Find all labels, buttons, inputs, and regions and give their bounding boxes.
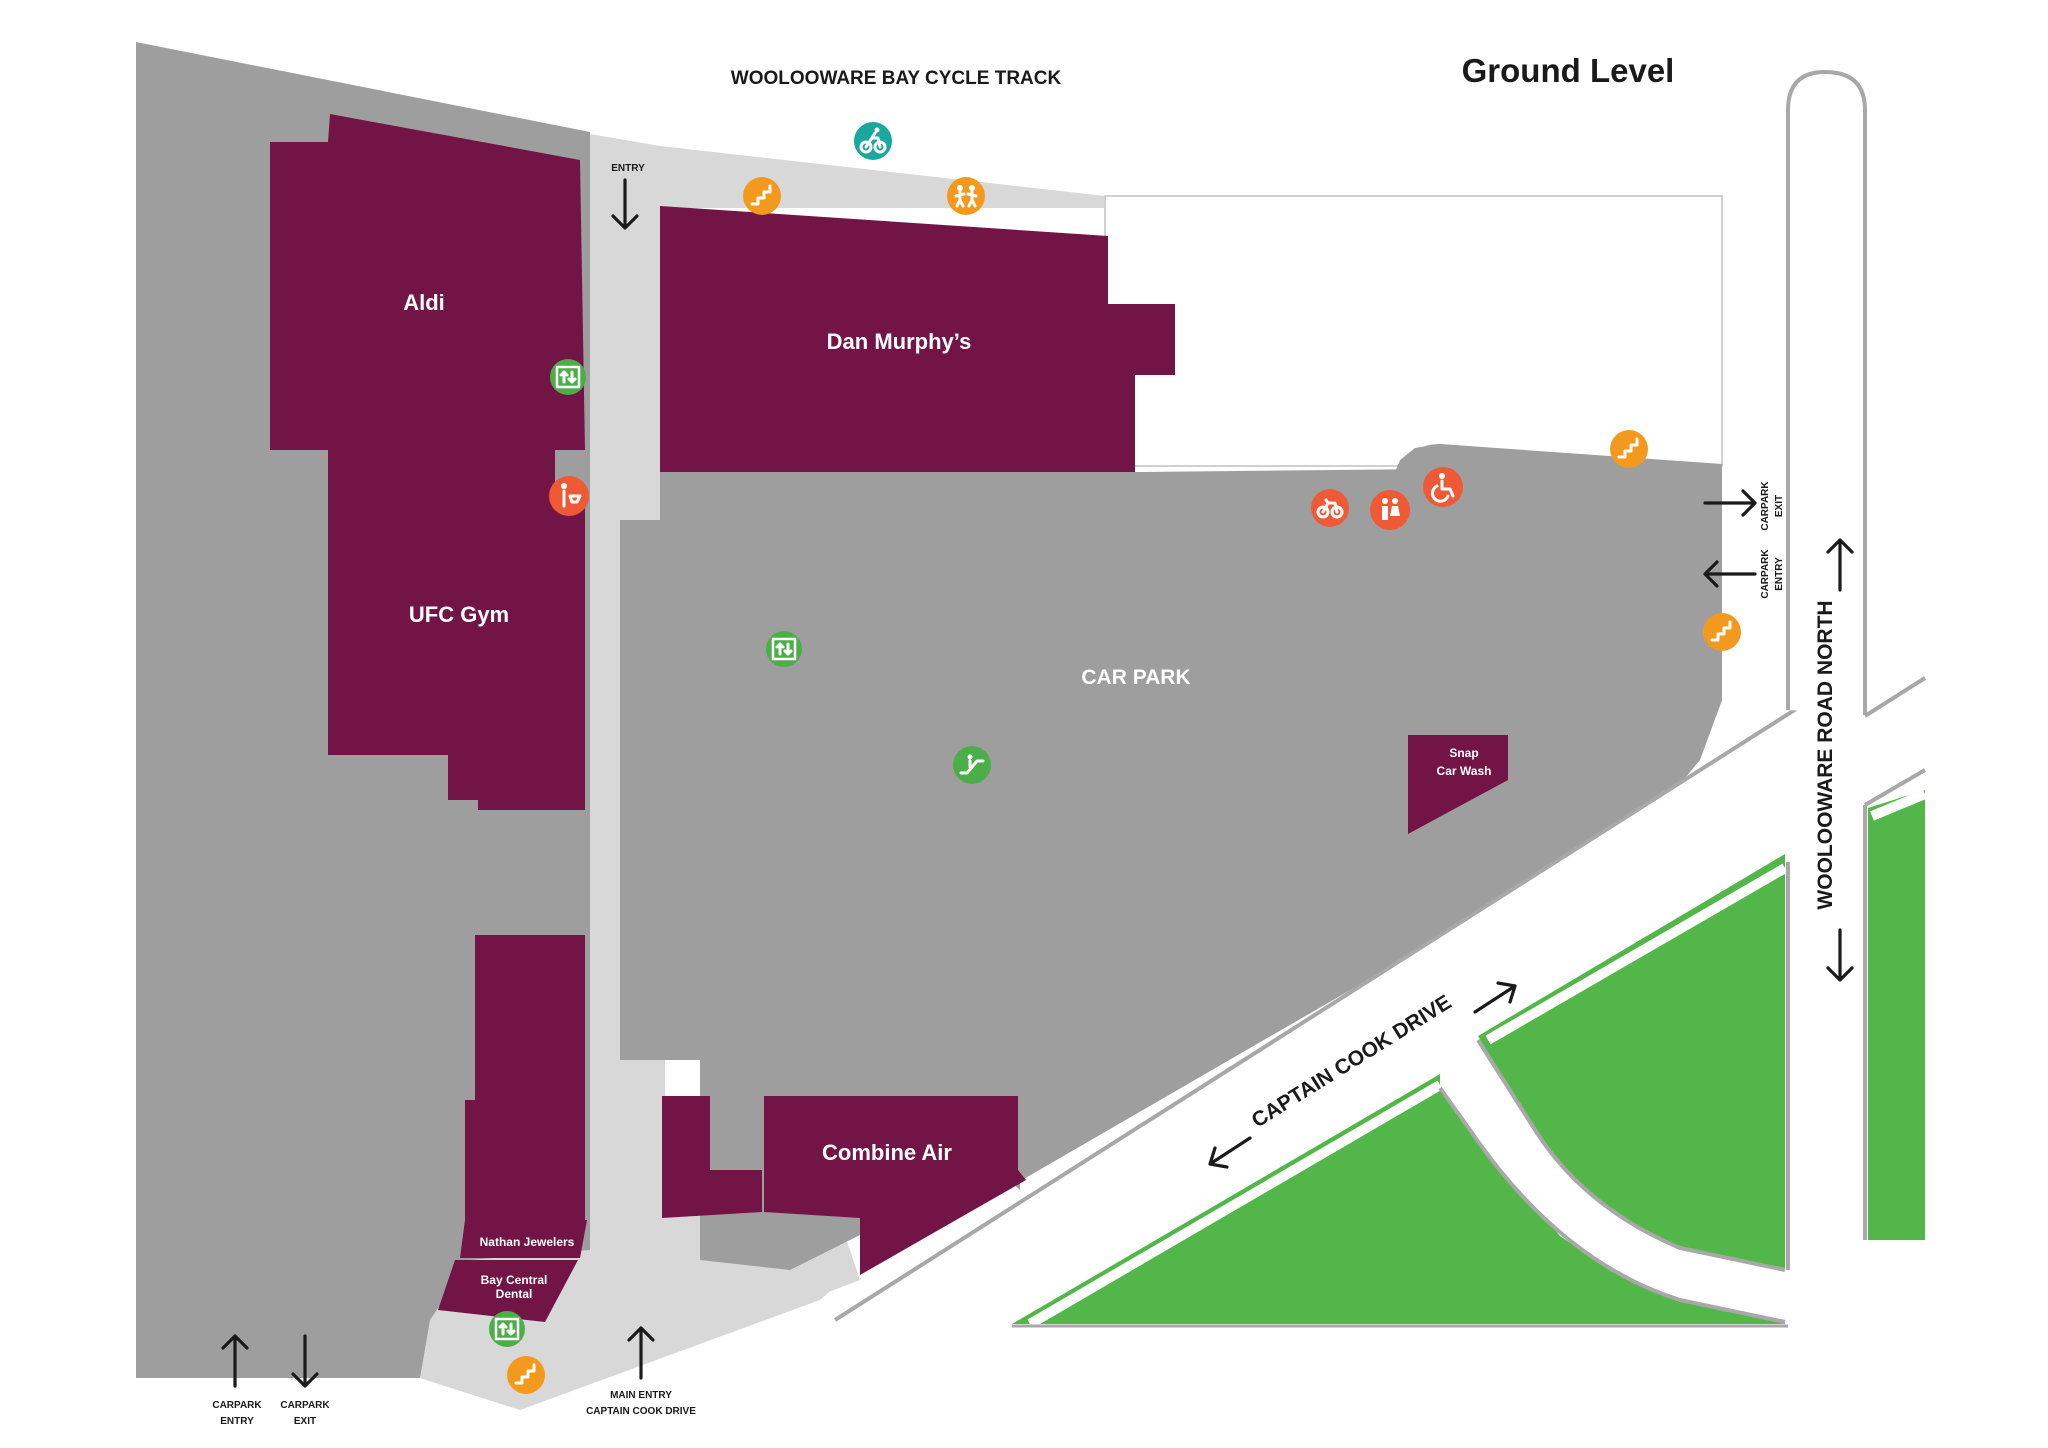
carpark-exit-right-2: EXIT [1774,495,1785,517]
store-ufc-gym-label: UFC Gym [409,602,509,627]
main-entry-label-1: MAIN ENTRY [610,1390,672,1401]
carpark-entry-right-arrow [1703,560,1757,588]
cycle-track-label: WOOLOOWARE BAY CYCLE TRACK [731,68,1062,89]
store-snap-car-wash[interactable] [1408,735,1508,834]
grass-south-big [1012,1074,1785,1324]
captain-cook-sw-arrow [1208,1136,1252,1169]
stairs-icon[interactable] [743,177,781,215]
stairs-icon[interactable] [1610,430,1648,468]
store-bay-central-label-1: Bay Central [481,1273,548,1287]
empty-lot-outline [1104,195,1723,467]
carpark-exit-right-arrow [1703,489,1757,517]
wooloware-road-north [1786,69,1867,715]
kids-play-icon[interactable] [947,177,985,215]
store-dan-murphys-label: Dan Murphy’s [827,329,972,354]
entry-top-label: ENTRY [611,163,645,174]
wooloware-north-up-arrow [1826,538,1854,592]
store-bay-central-dental[interactable] [438,1260,578,1322]
escalator-icon[interactable] [953,746,991,784]
store-ufc-gym[interactable] [328,450,585,810]
carpark-exit-bl-1: CARPARK [280,1400,330,1411]
store-snap-label-1: Snap [1449,746,1478,760]
carpark-entry-right-1: CARPARK [1760,549,1771,599]
store-snap-label-2: Car Wash [1437,764,1492,778]
wooloware-north-down-arrow [1826,928,1854,982]
carpark-exit-bl-arrow [291,1334,319,1388]
store-combine-air[interactable] [764,1096,1026,1275]
carpark-entry-bl-arrow [221,1334,249,1388]
lift-icon[interactable] [550,359,586,395]
side-road-edge-2 [1438,1086,1786,1324]
accessible-icon[interactable] [1423,467,1463,507]
store-aldi-label: Aldi [403,290,445,315]
store-aldi[interactable] [270,114,585,450]
store-dan-murphys[interactable] [660,206,1175,472]
stairs-icon[interactable] [1703,613,1741,651]
side-road-edge [1476,1038,1786,1272]
carpark-entry-bl-1: CARPARK [212,1400,262,1411]
store-nathan-jewelers[interactable] [460,1220,587,1258]
grass-line-2 [1485,863,1788,1045]
lift-icon[interactable] [489,1311,525,1347]
store-combine-air-west[interactable] [662,1096,762,1218]
walkway [420,134,1105,1410]
side-road [1440,1035,1785,1320]
carpark-entry-bl-2: ENTRY [220,1416,254,1427]
entry-top-arrow [611,178,639,230]
grass-line-3 [1870,789,1927,821]
bicycle-icon[interactable] [1311,489,1349,527]
parents-room-icon[interactable] [549,476,589,516]
road-edge-3 [1863,676,1927,718]
store-nathan-jewelers-label: Nathan Jewelers [480,1235,575,1249]
carpark-label: CAR PARK [1081,666,1190,689]
road-edge-4 [1863,768,1927,807]
main-entry-label-2: CAPTAIN COOK DRIVE [586,1406,696,1417]
wooloware-road-label: WOOLOOWARE ROAD NORTH [1814,600,1837,909]
lift-icon[interactable] [766,631,802,667]
map-title: Ground Level [1462,52,1675,89]
captain-cook-drive [835,678,1925,1322]
stairs-icon[interactable] [507,1356,545,1394]
carpark-exit-bl-2: EXIT [294,1416,316,1427]
main-carpark-body [622,442,1722,1180]
toilets-icon[interactable] [1370,490,1410,530]
main-entry-arrow [627,1326,655,1380]
store-bay-central-label-2: Dental [496,1287,533,1301]
cycle-track-icon[interactable] [854,122,892,160]
grass-line-1 [1027,1080,1443,1329]
carpark-entry-right-2: ENTRY [1774,557,1785,591]
store-combine-air-label: Combine Air [822,1140,952,1165]
carpark-exit-right-1: CARPARK [1760,481,1771,531]
road-edge-1 [833,674,1850,1322]
store-west-lower[interactable] [465,935,585,1220]
captain-cook-ne-arrow [1473,981,1517,1014]
grass-east [1868,790,1925,1240]
